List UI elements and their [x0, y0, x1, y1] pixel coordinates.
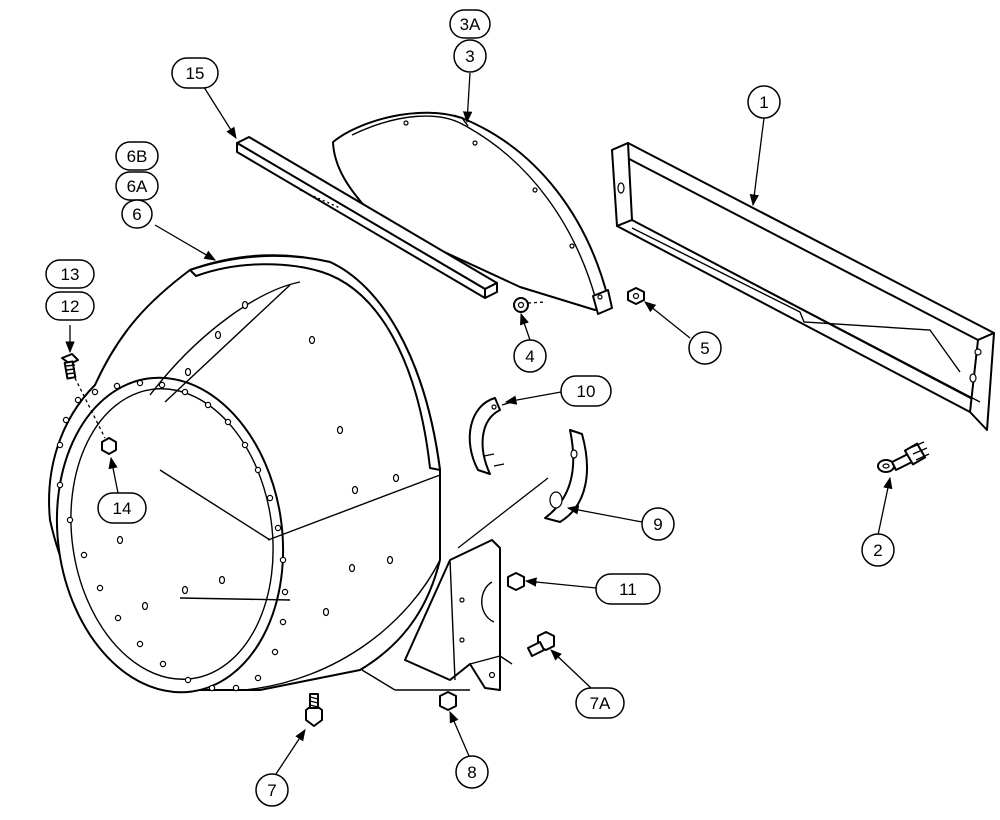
callout-7a: 7A — [575, 687, 625, 719]
callout-7: 7 — [255, 773, 289, 807]
callout-11: 11 — [595, 573, 661, 605]
callout-2-label: 2 — [873, 541, 882, 560]
part-1-channel-panel — [611, 142, 995, 431]
callout-9: 9 — [641, 507, 675, 541]
callout-7a-label: 7A — [590, 694, 611, 713]
callout-1: 1 — [747, 85, 781, 119]
callout-14-label: 14 — [113, 499, 132, 518]
callout-3a-label: 3A — [460, 15, 481, 34]
callout-6a-label: 6A — [127, 177, 148, 196]
callout-6a: 6A — [115, 171, 159, 201]
callout-4: 4 — [513, 339, 547, 373]
callout-10: 10 — [560, 375, 612, 407]
callout-15: 15 — [171, 57, 219, 89]
callout-8: 8 — [455, 755, 489, 789]
callout-9-label: 9 — [653, 515, 662, 534]
part-8-nut — [439, 691, 457, 711]
housing-mount-bracket — [361, 539, 513, 691]
part-15-strip — [236, 136, 498, 299]
callout-3: 3 — [453, 39, 487, 73]
callout-13-label: 13 — [61, 265, 80, 284]
part-4-bolt — [513, 297, 546, 313]
callout-10-label: 10 — [577, 382, 596, 401]
callout-3a: 3A — [449, 9, 491, 39]
callout-11-label: 11 — [619, 580, 637, 599]
callout-4-label: 4 — [525, 347, 534, 366]
part-12-bolt — [61, 353, 79, 380]
callout-6b-label: 6B — [127, 147, 148, 166]
leader-lines — [65, 72, 893, 775]
part-6-fan-shroud — [48, 254, 441, 694]
part-2-ring-terminal — [877, 441, 930, 473]
part-9-clamp-half — [544, 429, 588, 523]
part-14-nut — [101, 437, 117, 455]
callout-5: 5 — [688, 331, 722, 365]
callout-7-label: 7 — [267, 781, 276, 800]
callout-6-label: 6 — [132, 205, 141, 224]
callout-12: 12 — [45, 291, 95, 321]
part-10-clamp-half — [468, 397, 513, 475]
part-3-curved-cover — [332, 111, 613, 315]
part-5-nut — [627, 287, 645, 305]
part-7a-bolt — [527, 631, 555, 657]
callout-12-label: 12 — [61, 297, 80, 316]
callout-13: 13 — [45, 259, 95, 289]
callout-2: 2 — [861, 533, 895, 567]
callout-6b: 6B — [115, 141, 159, 171]
part-7-bolt — [305, 693, 323, 727]
callout-15-label: 15 — [186, 64, 205, 83]
callout-6: 6 — [121, 199, 153, 229]
callout-3-label: 3 — [465, 47, 474, 66]
part-11-nut — [507, 572, 525, 591]
callout-8-label: 8 — [467, 763, 476, 782]
callout-5-label: 5 — [700, 339, 709, 358]
callout-1-label: 1 — [759, 93, 768, 112]
callout-14: 14 — [97, 492, 147, 524]
